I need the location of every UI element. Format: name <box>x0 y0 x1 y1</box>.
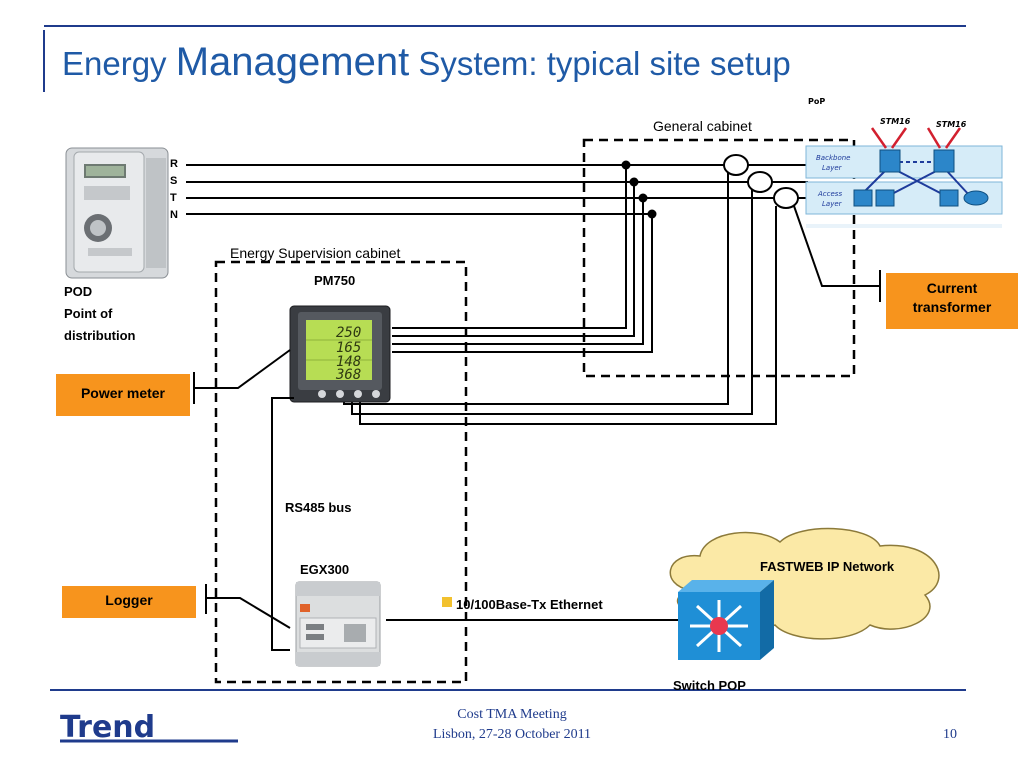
pod-distribution-label: distribution <box>64 328 136 343</box>
footer-date-place: Lisbon, 27-28 October 2011 <box>432 727 592 742</box>
current-transformer-label-1: Current <box>926 280 978 296</box>
current-transformer-coils <box>723 154 799 209</box>
fastweb-label: FASTWEB IP Network <box>760 559 895 574</box>
phase-label-r: R <box>170 158 178 170</box>
rs485-label: RS485 bus <box>285 500 352 515</box>
power-meter-box: Power meter <box>56 374 190 416</box>
junction-dots <box>621 160 657 219</box>
logger-box: Logger <box>62 586 196 618</box>
meter-display-values: 250 165 148 368 <box>335 325 361 383</box>
slide-title: Energy Management System: typical site s… <box>62 40 791 85</box>
general-cabinet-label: General cabinet <box>653 118 752 134</box>
phase-lines <box>186 164 808 215</box>
pop-access-label-1: Access <box>817 190 842 198</box>
pop-stm16-left: STM16 <box>880 117 911 126</box>
pod-point-of-label: Point of <box>64 306 113 321</box>
pod-meter-icon <box>65 147 169 279</box>
title-part-energy: Energy <box>62 45 167 82</box>
phase-label-t: T <box>170 192 177 204</box>
power-meter-leader <box>194 349 291 389</box>
energy-supervision-cabinet-label: Energy Supervision cabinet <box>230 245 401 261</box>
pop-backbone-label-2: Layer <box>822 164 843 172</box>
meter-reading-1: 250 <box>336 325 361 341</box>
egx300-device-icon <box>295 581 381 667</box>
pop-network-diagram: Backbone Layer Access Layer PoP STM16 ST… <box>805 97 1003 228</box>
ct-wires <box>343 172 777 425</box>
footer-meeting: Cost TMA Meeting <box>457 707 567 722</box>
pop-backbone-label-1: Backbone <box>816 154 850 162</box>
general-cabinet-box <box>582 138 856 378</box>
switch-pop-icon <box>678 580 774 660</box>
energy-supervision-cabinet-box <box>214 260 468 684</box>
current-transformer-label-2: transformer <box>912 299 992 315</box>
logger-label: Logger <box>105 592 153 608</box>
trend-logo: Trend <box>60 710 238 745</box>
trend-logo-text: Trend <box>60 710 155 745</box>
switch-pop-label: Switch POP <box>673 678 746 693</box>
ct-leader-line <box>793 205 880 287</box>
pop-title: PoP <box>808 97 825 106</box>
egx300-label: EGX300 <box>300 562 350 577</box>
meter-reading-3: 148 <box>336 354 361 370</box>
meter-reading-2: 165 <box>336 340 361 356</box>
page-number: 10 <box>943 727 957 742</box>
voltage-wires <box>392 165 653 353</box>
ethernet-label: 10/100Base-Tx Ethernet <box>456 597 603 612</box>
pod-label: POD <box>64 284 93 299</box>
logger-leader <box>206 597 291 629</box>
current-transformer-box: Current transformer <box>886 273 1018 329</box>
power-meter-label: Power meter <box>80 385 166 401</box>
pop-stm16-right: STM16 <box>936 120 967 129</box>
title-part-management: Management <box>175 40 410 84</box>
meter-reading-4: 368 <box>335 367 361 383</box>
pop-access-label-2: Layer <box>822 200 843 208</box>
title-part-rest: System: typical site setup <box>418 45 791 82</box>
phase-label-s: S <box>170 175 178 187</box>
phase-label-n: N <box>170 209 178 221</box>
ethernet-marker <box>442 597 452 607</box>
pm750-label: PM750 <box>314 273 356 288</box>
rs485-bus-line <box>271 397 294 651</box>
pm750-device-icon <box>289 305 391 403</box>
